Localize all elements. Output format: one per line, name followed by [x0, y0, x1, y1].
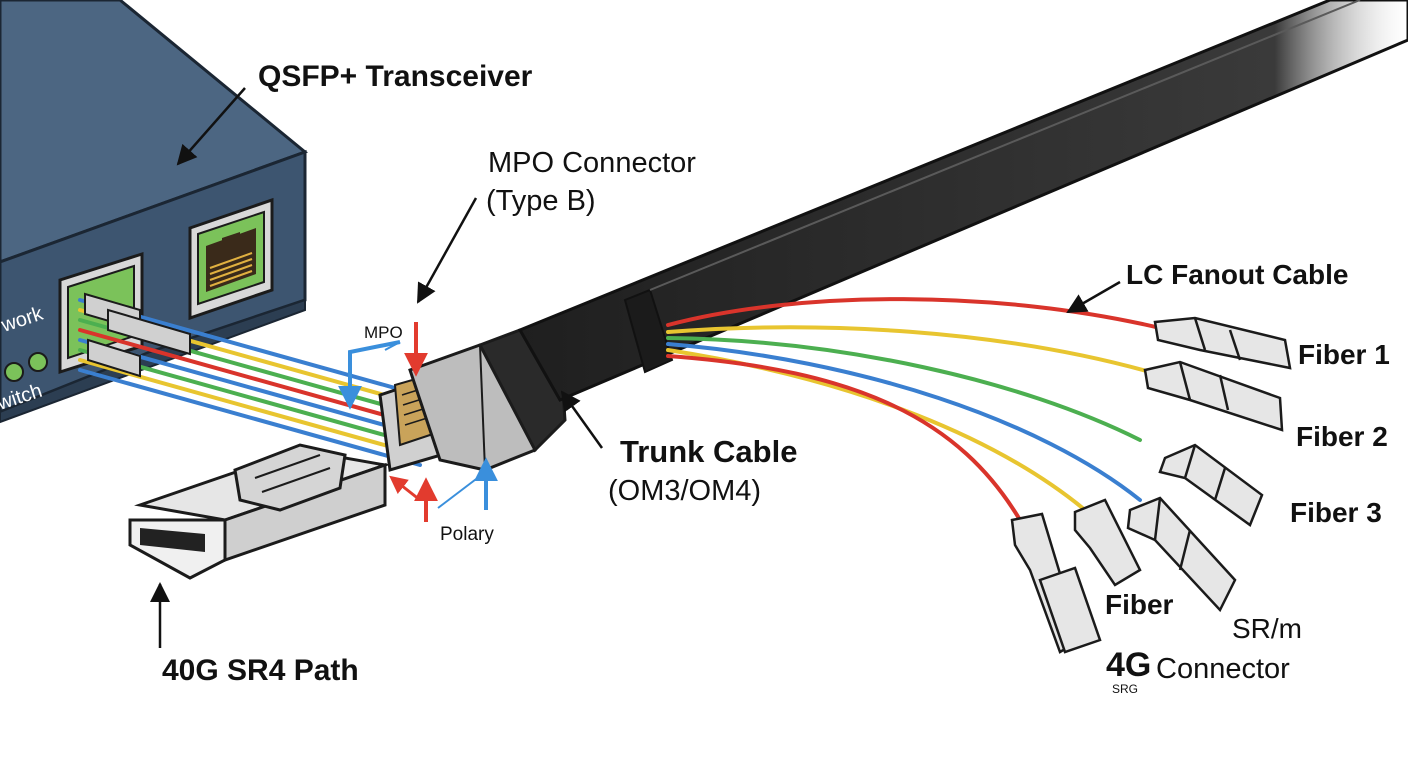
qsfp-transceiver-module	[128, 443, 391, 580]
polarity-label: Polary	[440, 524, 494, 545]
fiber-label: Fiber	[1105, 589, 1174, 620]
status-led-icon	[28, 352, 48, 372]
fiber-3-label: Fiber 3	[1290, 497, 1382, 528]
trunk-cable-label: Trunk Cable	[620, 434, 797, 469]
fiber-1-label: Fiber 1	[1298, 339, 1390, 370]
fanout-fibers	[666, 297, 1162, 522]
callout-lines	[150, 87, 1121, 648]
transceiver-latch	[233, 443, 347, 512]
lc-connector-icon	[1158, 443, 1264, 527]
trunk-cable-type-label: (OM3/OM4)	[608, 475, 761, 507]
fiber-2-label: Fiber 2	[1296, 421, 1388, 452]
lc-connector-icon	[1010, 512, 1102, 654]
mpo-connector-type-label: (Type B)	[486, 185, 596, 217]
srg-label: SRG	[1112, 682, 1138, 696]
mpo-connector-label: MPO Connector	[488, 147, 696, 179]
connector-label: Connector	[1156, 653, 1290, 685]
lc-connector-icon	[1073, 498, 1142, 587]
transceiver-slot	[140, 528, 205, 552]
patch-boots	[84, 292, 191, 378]
lc-fanout-cable-label: LC Fanout Cable	[1126, 259, 1348, 290]
sr-m-label: SR/m	[1232, 613, 1302, 644]
fourg-label: 4G	[1106, 646, 1151, 684]
status-led-icon	[4, 362, 24, 382]
lc-connector-icon	[1153, 316, 1292, 370]
trunk-cable	[517, 0, 1408, 402]
path-40g-sr4-label: 40G SR4 Path	[162, 654, 359, 687]
rj45-port-icon	[188, 197, 274, 321]
polarity-arrows	[338, 322, 498, 522]
lc-connector-icon	[1143, 360, 1284, 432]
trunk-cable-jacket	[517, 0, 1408, 402]
mpo-small-label: MPO	[364, 323, 403, 342]
trunk-cable-sleeve	[623, 288, 674, 374]
lc-connector-icon	[1126, 496, 1237, 613]
qsfp-transceiver-label: QSFP+ Transceiver	[258, 60, 533, 93]
